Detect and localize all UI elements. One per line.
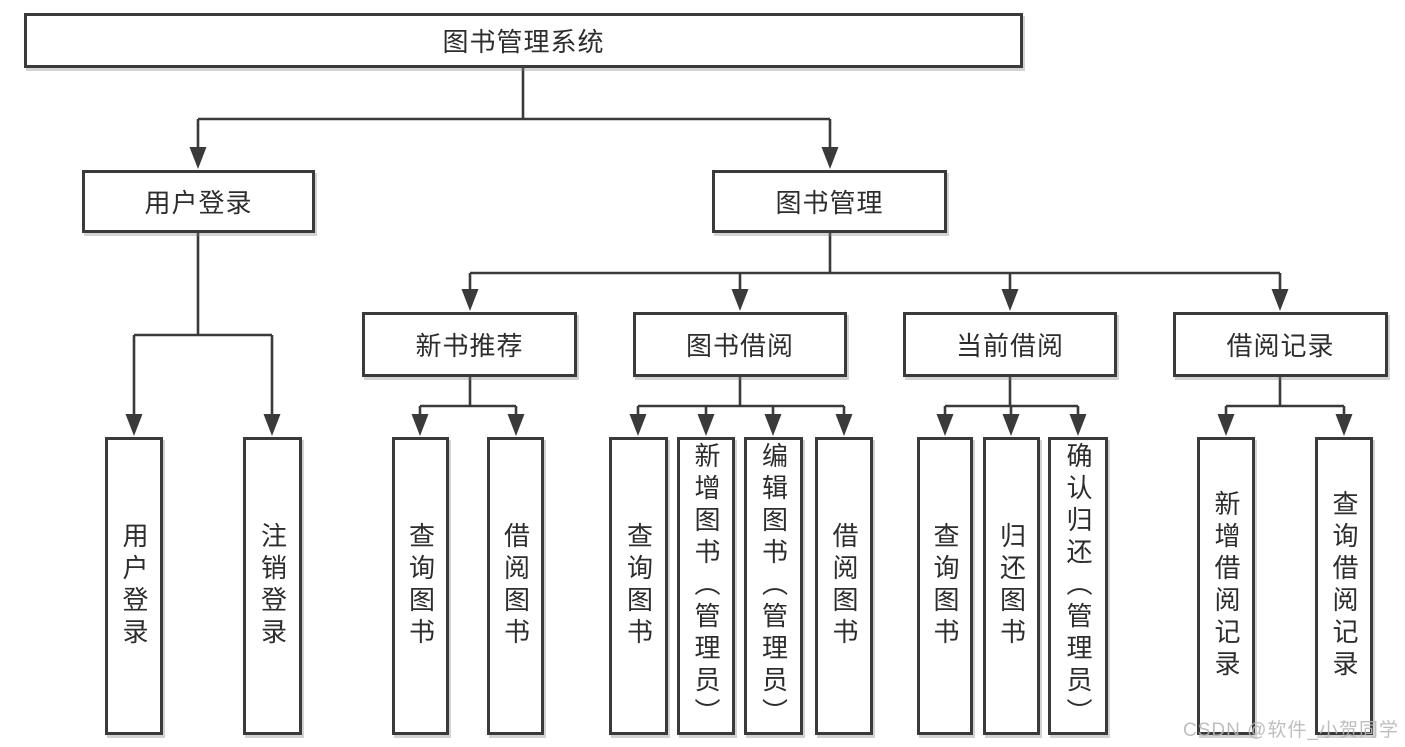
node-label: 借阅图书 — [829, 522, 859, 650]
node-bb-borrow-books: 借阅图书 — [815, 437, 873, 735]
node-label: 查询图书 — [405, 522, 436, 650]
node-label: 确认归还（管理员） — [1063, 442, 1093, 730]
arrowhead — [1335, 414, 1353, 436]
arrowhead — [835, 414, 853, 436]
arrowhead — [1002, 414, 1020, 436]
node-bb-edit-books-admin: 编辑图书（管理员） — [744, 437, 803, 735]
arrowhead — [1001, 289, 1019, 311]
arrowhead — [821, 147, 839, 169]
node-br-add-record: 新增借阅记录 — [1197, 437, 1255, 735]
arrowhead — [263, 414, 281, 436]
connector-new-book-recommend-to-leaves — [411, 377, 525, 436]
arrowhead — [1217, 414, 1235, 436]
node-label: 借阅图书 — [500, 522, 531, 650]
arrowhead — [764, 414, 782, 436]
node-user-login: 用户登录 — [105, 437, 163, 735]
node-label: 查询图书 — [930, 522, 960, 650]
node-nbr-query-books: 查询图书 — [392, 437, 449, 735]
arrowhead — [507, 414, 525, 436]
connector-current-borrowing-to-leaves — [936, 377, 1087, 436]
node-cb-return-books: 归还图书 — [983, 437, 1040, 735]
node-cb-query-books: 查询图书 — [917, 437, 973, 735]
node-book-borrowing: 图书借阅 — [633, 312, 847, 377]
node-current-borrowing: 当前借阅 — [903, 312, 1117, 377]
arrowhead — [629, 414, 647, 436]
connector-user-login-to-leaves — [125, 233, 281, 436]
arrowhead — [125, 414, 143, 436]
node-new-book-recommend: 新书推荐 — [362, 312, 577, 377]
csdn-watermark: CSDN @软件_小贺同学 — [1183, 720, 1399, 741]
node-label: 新增图书（管理员） — [691, 442, 721, 730]
node-label: 编辑图书（管理员） — [758, 442, 789, 730]
node-book-management: 图书管理 — [712, 170, 947, 233]
node-label: 用户登录 — [119, 522, 149, 650]
arrowhead — [411, 414, 429, 436]
arrowhead — [461, 289, 479, 311]
node-label: 查询借阅记录 — [1329, 490, 1359, 682]
connector-book-borrowing-to-leaves — [629, 377, 853, 436]
node-bb-add-books-admin: 新增图书（管理员） — [677, 437, 735, 735]
node-label: 查询图书 — [623, 522, 654, 650]
connector-root-to-level1 — [189, 68, 839, 169]
arrowhead — [936, 414, 954, 436]
node-label: 注销登录 — [257, 522, 288, 650]
node-label: 归还图书 — [996, 522, 1027, 650]
arrowhead — [189, 147, 207, 169]
node-bb-query-books: 查询图书 — [609, 437, 668, 735]
connector-borrowing-records-to-leaves — [1217, 377, 1353, 436]
node-borrowing-records: 借阅记录 — [1173, 312, 1388, 377]
arrowhead — [731, 289, 749, 311]
connector-book-management-to-level2 — [461, 233, 1289, 311]
node-library-management-system: 图书管理系统 — [24, 13, 1023, 68]
arrowhead — [697, 414, 715, 436]
node-user-login-group: 用户登录 — [82, 170, 315, 233]
arrowhead — [1069, 414, 1087, 436]
arrowhead — [1271, 289, 1289, 311]
node-label: 新增借阅记录 — [1211, 490, 1241, 682]
node-cb-confirm-return-admin: 确认归还（管理员） — [1048, 437, 1108, 735]
node-nbr-borrow-books: 借阅图书 — [487, 437, 544, 735]
node-br-query-record: 查询借阅记录 — [1315, 437, 1373, 735]
node-logout: 注销登录 — [243, 437, 302, 735]
